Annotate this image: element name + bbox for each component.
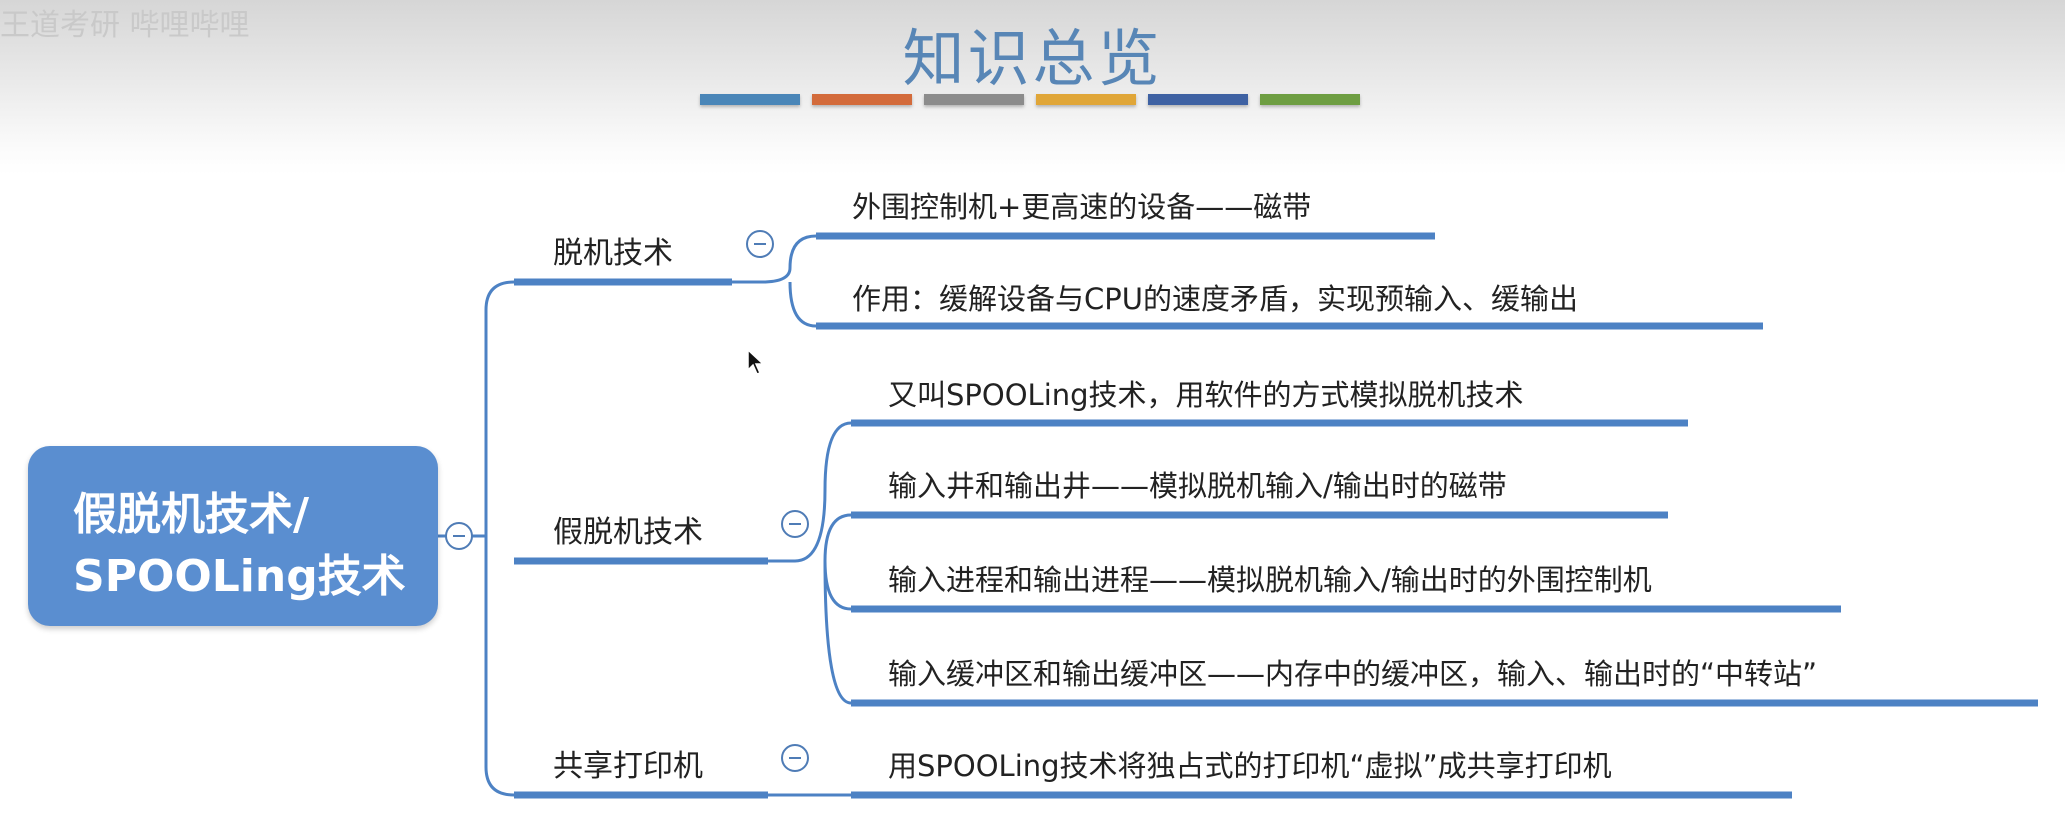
trunk-connector bbox=[484, 280, 515, 797]
leaf-spooling-alias[interactable]: 又叫SPOOLing技术，用软件的方式模拟脱机技术 bbox=[888, 378, 1524, 412]
branch-offline-tech[interactable]: 脱机技术 bbox=[553, 236, 673, 271]
leaf-shared-printer[interactable]: 用SPOOLing技术将独占式的打印机“虚拟”成共享打印机 bbox=[888, 749, 1612, 783]
root-node[interactable]: 假脱机技术/ SPOOLing技术 bbox=[28, 446, 438, 626]
collapse-icon[interactable] bbox=[746, 230, 774, 258]
branch2-connector bbox=[823, 560, 852, 705]
branch1-connector bbox=[732, 234, 817, 284]
color-bar bbox=[700, 94, 800, 105]
branch2-connector bbox=[823, 560, 852, 611]
leaf-offline-device[interactable]: 外围控制机+更高速的设备——磁带 bbox=[852, 190, 1312, 224]
leaf-spooling-wells[interactable]: 输入井和输出井——模拟脱机输入/输出时的磁带 bbox=[888, 469, 1507, 503]
leaf-spooling-processes[interactable]: 输入进程和输出进程——模拟脱机输入/输出时的外围控制机 bbox=[888, 563, 1652, 597]
color-bar bbox=[924, 94, 1024, 105]
title-color-bars bbox=[700, 94, 1360, 105]
color-bar bbox=[1036, 94, 1136, 105]
color-bar bbox=[1148, 94, 1248, 105]
header-background bbox=[0, 0, 2065, 175]
branch-spooling[interactable]: 假脱机技术 bbox=[553, 515, 703, 550]
leaf-spooling-buffers[interactable]: 输入缓冲区和输出缓冲区——内存中的缓冲区，输入、输出时的“中转站” bbox=[888, 657, 1818, 691]
collapse-icon[interactable] bbox=[781, 744, 809, 772]
collapse-icon[interactable] bbox=[781, 510, 809, 538]
branch-shared-printer[interactable]: 共享打印机 bbox=[553, 749, 703, 784]
color-bar bbox=[1260, 94, 1360, 105]
watermark: 王道考研 哔哩哔哩 bbox=[0, 8, 250, 43]
branch2-connector bbox=[823, 513, 852, 562]
mouse-cursor-icon bbox=[747, 348, 765, 375]
leaf-offline-purpose[interactable]: 作用：缓解设备与CPU的速度矛盾，实现预输入、缓输出 bbox=[852, 282, 1578, 316]
branch2-connector bbox=[768, 421, 852, 563]
root-node-label: 假脱机技术/ SPOOLing技术 bbox=[73, 489, 406, 602]
color-bar bbox=[812, 94, 912, 105]
page-title: 知识总览 bbox=[902, 22, 1163, 95]
branch1-connector bbox=[788, 281, 817, 328]
collapse-icon[interactable] bbox=[445, 522, 473, 550]
